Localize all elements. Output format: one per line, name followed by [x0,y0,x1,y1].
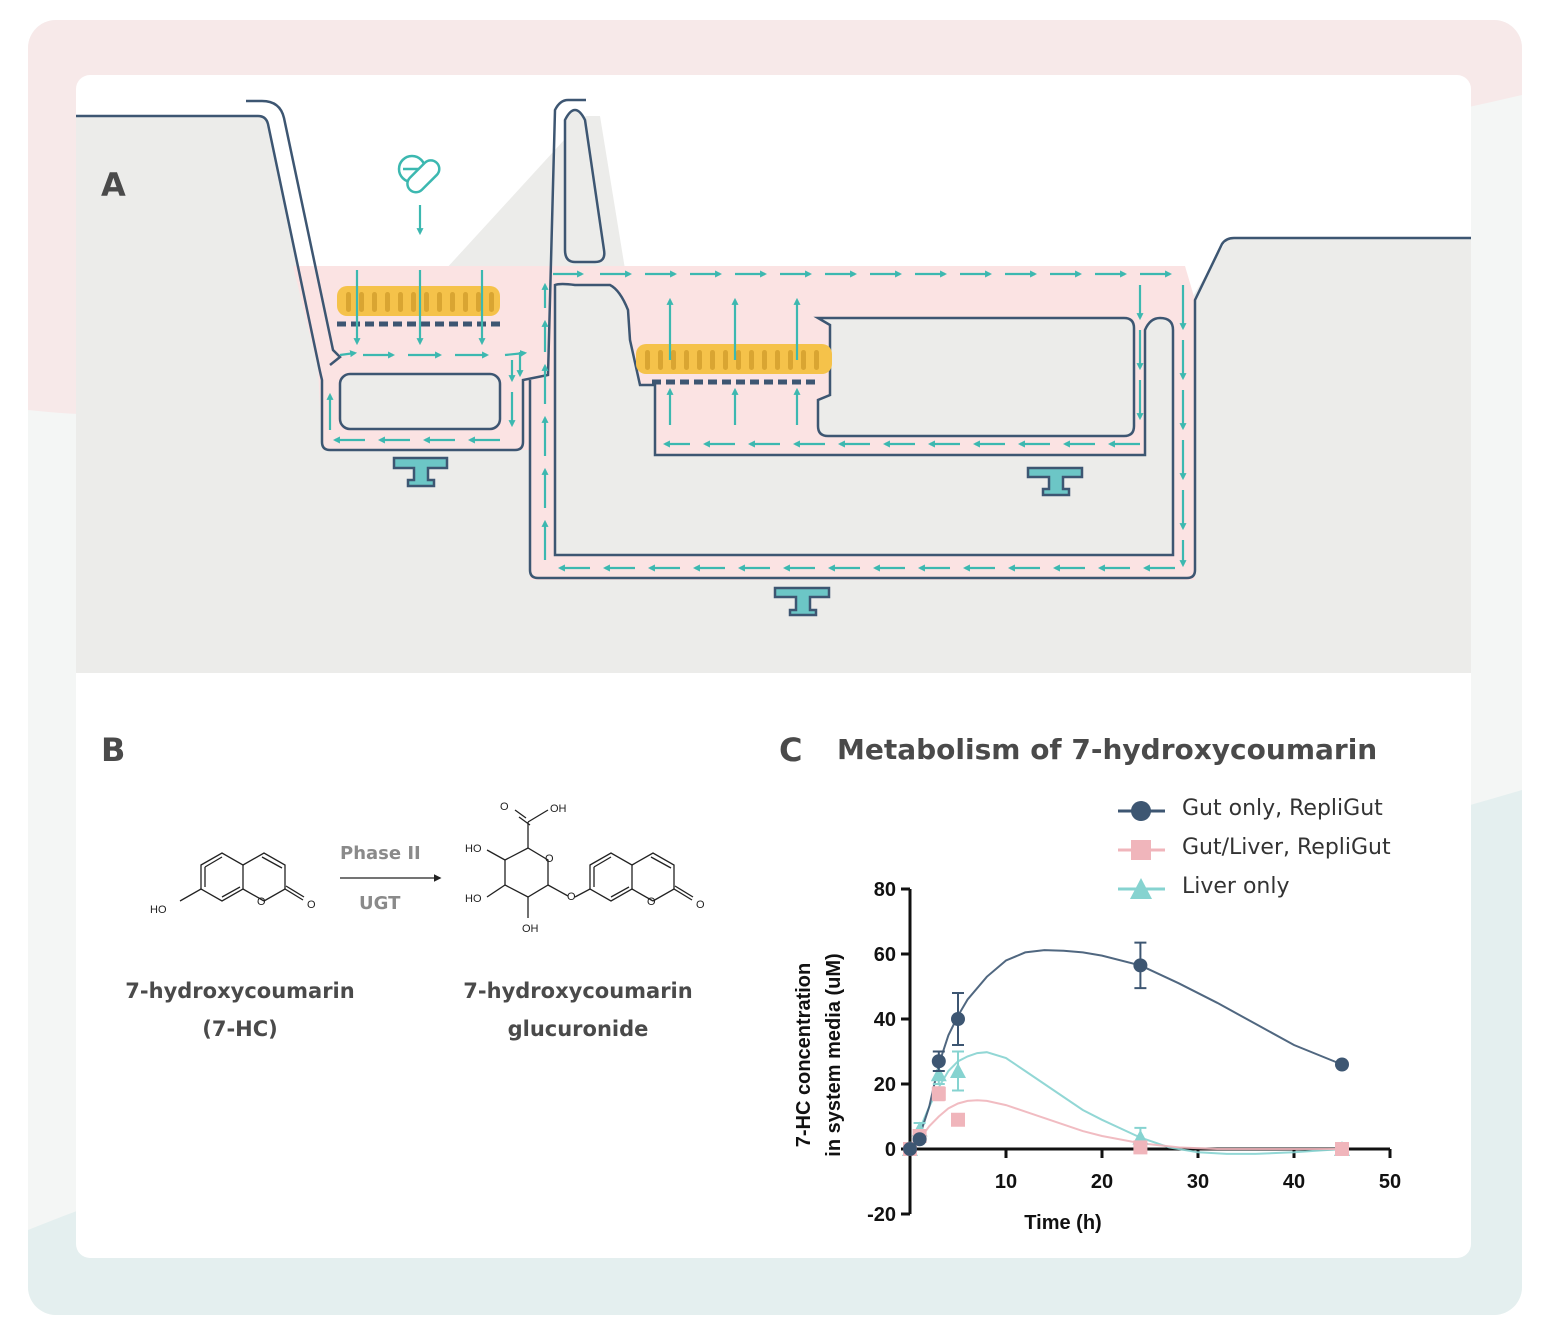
atom-label: O [567,891,576,903]
y-tick-label: -20 [867,1204,896,1226]
panel-b-letter: B [101,731,126,769]
data-point [951,1112,965,1127]
substrate-structure [179,852,305,902]
data-point [950,1063,966,1078]
atom-label: O [500,801,509,813]
data-point [951,1012,965,1026]
enzyme-label: UGT [359,893,401,914]
atom-label: OH [550,803,567,815]
substrate-abbrev: (7-HC) [202,1017,278,1041]
legend-label: Gut/Liver, RepliGut [1182,835,1391,860]
x-tick-label: 30 [1187,1171,1209,1193]
substrate-name: 7-hydroxycoumarin [125,979,355,1003]
flow-arrows [326,205,1187,572]
atom-label: HO [150,904,167,916]
chart-title: Metabolism of 7-hydroxycoumarin [837,733,1378,766]
product-name-line2: glucuronide [507,1017,649,1041]
data-point [931,1086,946,1101]
product-name-line1: 7-hydroxycoumarin [463,979,693,1003]
atom-label: HO [465,843,482,855]
data-point [931,1054,946,1069]
legend-label: Gut only, RepliGut [1182,796,1383,821]
y-tick-label: 60 [874,944,896,966]
substrate-caption: 7-hydroxycoumarin (7-HC) [100,972,380,1048]
data-point [1131,840,1151,860]
panel-c-letter: C [779,731,803,769]
reaction-scheme [179,809,694,918]
y-axis-label: 7-HC concentration [793,963,815,1147]
atom-label: O [257,896,266,908]
x-tick-label: 20 [1091,1171,1113,1193]
product-caption: 7-hydroxycoumarin glucuronide [438,972,718,1048]
data-point [1335,1142,1349,1156]
drug-pill-icon [397,154,441,194]
data-point [912,1132,927,1147]
data-point [1130,878,1152,899]
atom-label: O [696,899,705,911]
y-tick-label: 0 [885,1139,896,1161]
panel-a-letter: A [101,166,126,204]
atom-labels: HO O O OH O HO HO OH O O O O [150,801,705,935]
data-point [930,1066,947,1082]
data-point [1335,1057,1349,1072]
y-tick-label: 20 [874,1074,896,1096]
gut-cell-layer [337,286,500,327]
data-point [1133,1140,1148,1155]
device-schematic [76,98,1471,673]
atom-label: O [307,899,316,911]
atom-label: HO [465,893,482,905]
atom-label: OH [522,923,539,935]
y-tick-label: 80 [874,879,896,901]
y-axis-label: in system media (uM) [823,953,845,1156]
x-tick-label: 10 [995,1171,1017,1193]
x-tick-label: 40 [1283,1171,1305,1193]
atom-label: O [647,896,656,908]
pump-icon [392,456,1084,617]
product-structure [486,809,694,918]
fit-curve [909,1099,1342,1150]
data-point [1133,958,1148,973]
y-tick-label: 40 [874,1009,896,1031]
reaction-type-label: Phase II [340,843,421,864]
data-point [903,1142,917,1156]
atom-label: O [545,853,554,865]
data-point [1131,801,1151,821]
legend-label: Liver only [1182,874,1290,899]
x-axis-label: Time (h) [1024,1212,1101,1234]
x-tick-label: 50 [1379,1171,1401,1193]
